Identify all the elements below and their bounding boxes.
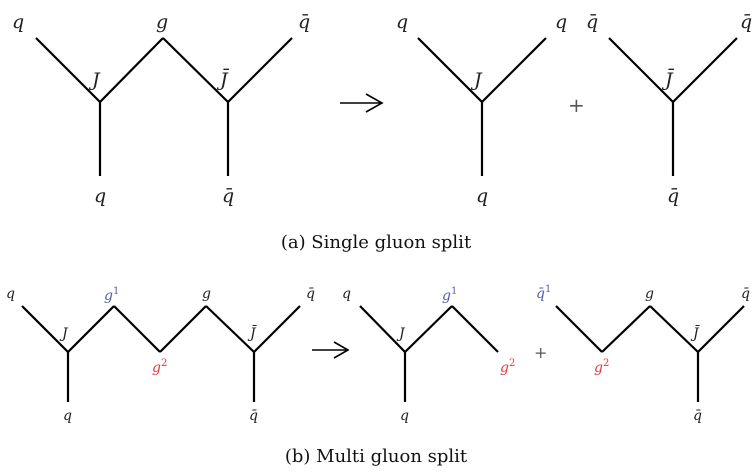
label-J: J <box>470 69 483 91</box>
edge-gluon-2b <box>205 305 255 353</box>
label-g: g <box>156 11 168 33</box>
label-q-in: q <box>6 286 15 302</box>
label-qbar-out: q̄ <box>249 408 258 424</box>
label-qbar-left: q̄ <box>586 11 598 33</box>
edge-gluon-right <box>162 37 229 103</box>
label-J: J <box>88 69 101 91</box>
label-g1: g1 <box>104 286 119 304</box>
label-qbar-right: q̄ <box>740 11 752 33</box>
label-g: g <box>202 286 211 302</box>
panel-b-right-diagram-1: q g1 J g2 q <box>342 286 515 424</box>
plus-sign: + <box>534 343 547 362</box>
plus-sign: + <box>568 93 585 117</box>
label-q-in: q <box>396 11 408 33</box>
edge-gluon-2a <box>601 305 651 353</box>
label-q-out: q <box>94 185 106 207</box>
edge-gluon-left <box>99 37 164 103</box>
label-q-in: q <box>342 286 351 302</box>
label-qbar1: q̄1 <box>536 284 551 302</box>
edge-qbar-in <box>697 305 745 353</box>
edge-q-in <box>35 37 101 103</box>
label-q-out: q <box>400 408 409 424</box>
label-J: J <box>59 326 69 342</box>
label-g1: g1 <box>442 286 457 304</box>
label-q-out: q <box>63 408 72 424</box>
label-qbar-out: q̄ <box>222 185 234 207</box>
label-q-out: q <box>476 185 488 207</box>
edge-gluon-1a <box>404 305 453 353</box>
edge-qbar1-in <box>555 305 603 353</box>
panel-a-right-diagram-2: q̄ q̄ J̄ q̄ <box>586 11 752 207</box>
edge-q-in <box>359 305 406 353</box>
caption-b: (b) Multi gluon split <box>285 446 468 467</box>
edge-gluon-1b <box>451 305 499 353</box>
edge-qbar-in <box>253 305 301 353</box>
label-Jbar: J̄ <box>661 68 675 91</box>
caption-a: (a) Single gluon split <box>281 232 472 253</box>
label-qbar-right: q̄ <box>741 286 750 302</box>
edge-gluon-1b <box>113 305 161 353</box>
label-Jbar: J̄ <box>247 324 258 342</box>
label-g2: g2 <box>152 358 167 376</box>
panel-b-left-diagram: q g1 g q̄ J g2 J̄ q q̄ <box>6 286 315 424</box>
edge-q-in <box>417 37 483 103</box>
edge-gluon <box>481 37 547 103</box>
label-Jbar: J̄ <box>690 324 701 342</box>
panel-a-right-diagram-1: q q J q <box>396 11 567 207</box>
label-g: g <box>645 286 654 302</box>
label-qbar-out: q̄ <box>667 185 679 207</box>
long-right-arrow-icon <box>340 93 384 113</box>
label-J: J <box>396 326 406 342</box>
edge-qbar-in <box>227 37 293 103</box>
label-g2: g2 <box>500 358 515 376</box>
edge-gluon-1a <box>67 305 115 353</box>
label-q-in: q <box>12 11 24 33</box>
label-q-right: q <box>555 11 567 33</box>
panel-a: q g q̄ J J̄ q q̄ q q J q + <box>12 11 752 253</box>
edge-gluon-2b <box>649 305 699 353</box>
label-qbar-out: q̄ <box>693 408 702 424</box>
label-qbar-in: q̄ <box>306 286 315 302</box>
panel-b-right-diagram-2: q̄1 g q̄ g2 J̄ q̄ <box>536 284 750 424</box>
label-qbar-in: q̄ <box>298 11 310 33</box>
long-right-arrow-icon <box>312 341 350 359</box>
panel-a-left-diagram: q g q̄ J J̄ q q̄ <box>12 11 310 207</box>
edge-qbar-in <box>672 37 738 103</box>
edge-q-in <box>21 305 69 353</box>
edge-qbar-gluon <box>608 37 674 103</box>
label-Jbar: J̄ <box>216 68 230 91</box>
panel-b: q g1 g q̄ J g2 J̄ q q̄ q g1 J g2 q + <box>6 284 750 467</box>
edge-gluon-2a <box>159 305 207 353</box>
label-g2: g2 <box>594 358 609 376</box>
